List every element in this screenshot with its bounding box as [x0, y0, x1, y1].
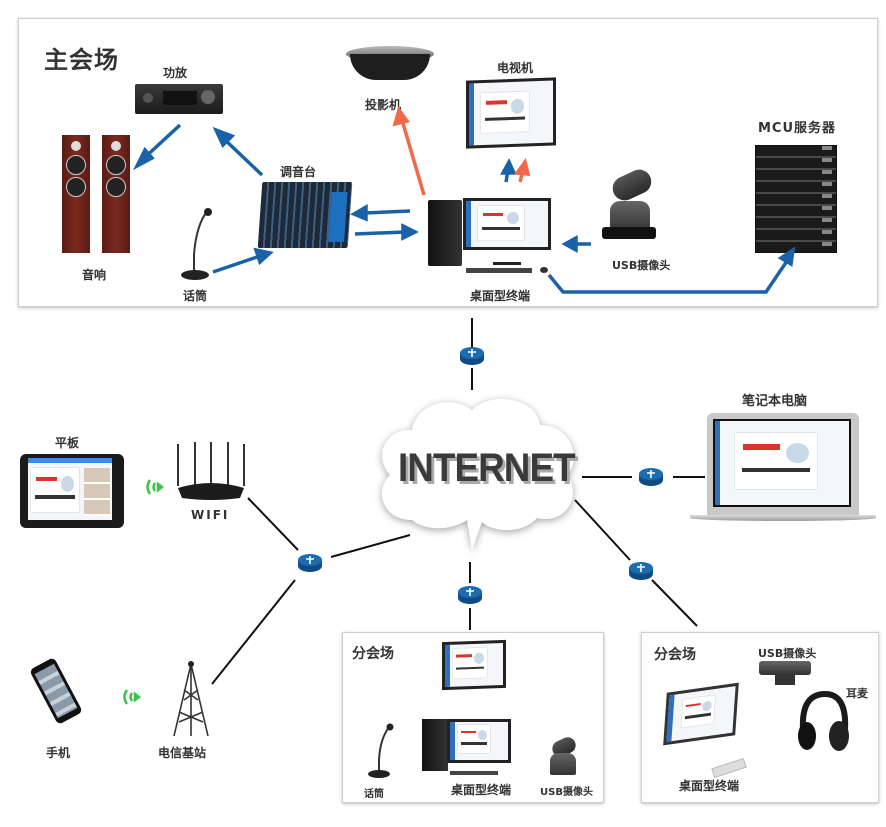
speakers-label: 音响	[82, 268, 107, 282]
laptop-base	[690, 515, 876, 521]
tablet-label: 平板	[55, 436, 80, 450]
sub-venue-1-desktop-label: 桌面型终端	[451, 783, 512, 797]
sub-venue-1-monitor	[447, 719, 511, 763]
wifi-router-device	[176, 442, 246, 502]
sub-venue-1-title: 分会场	[352, 646, 394, 662]
sub-venue-2-all-in-one	[663, 682, 739, 746]
sub-venue-2-usb-camera	[759, 661, 811, 687]
sub-venue-1-usb-camera	[546, 734, 580, 779]
microphone-device	[178, 205, 218, 285]
router-node-left	[297, 553, 323, 573]
tablet-device	[20, 454, 124, 528]
microphone-label: 话筒	[183, 289, 208, 303]
router-node-laptop	[638, 467, 664, 487]
sub-venue-1-microphone-label: 话筒	[364, 789, 384, 800]
laptop-device	[707, 413, 859, 515]
main-venue-arrows	[132, 123, 796, 294]
base-station-label: 电信基站	[158, 746, 207, 760]
router-node-subvenue-1	[457, 585, 483, 605]
router-node-subvenue-2	[628, 561, 654, 581]
sub-venue-2-usb-camera-label: USB摄像头	[758, 647, 817, 660]
amplifier-device	[135, 84, 223, 114]
monitor-stand	[493, 252, 521, 265]
sub-venue-1-keyboard	[450, 771, 498, 775]
speaker-right	[102, 135, 130, 253]
desktop-terminal-label: 桌面型终端	[470, 289, 531, 303]
base-station-device	[170, 660, 212, 738]
mcu-server-device	[755, 145, 837, 253]
laptop-label: 笔记本电脑	[742, 394, 808, 409]
usb-camera-device	[600, 165, 660, 243]
sub-venue-2-title: 分会场	[654, 647, 696, 663]
projector-label: 投影机	[365, 98, 402, 112]
tv-label: 电视机	[497, 61, 534, 75]
internet-links	[211, 318, 705, 685]
mixer-label: 调音台	[280, 165, 317, 179]
mcu-server-label: MCU服务器	[758, 121, 837, 136]
amplifier-label: 功放	[163, 66, 188, 80]
router-node-top	[459, 346, 485, 366]
desktop-tower	[428, 200, 462, 266]
phone-label: 手机	[46, 746, 71, 760]
main-venue-title: 主会场	[44, 46, 119, 74]
projector-device	[346, 46, 434, 82]
usb-camera-label: USB摄像头	[612, 259, 671, 272]
desktop-monitor	[463, 198, 551, 250]
sub-venue-1-tower	[422, 719, 448, 771]
sub-venue-1-microphone	[366, 722, 396, 780]
internet-label: INTERNET	[398, 446, 576, 490]
sub-venue-1-usb-camera-label: USB摄像头	[540, 787, 593, 798]
wifi-signals	[123, 479, 165, 705]
internet-cloud	[372, 390, 582, 560]
mouse	[540, 267, 548, 273]
wifi-label: WIFI	[191, 508, 230, 522]
sub-venue-1-tv	[442, 639, 506, 691]
sub-venue-2-desktop-label: 桌面型终端	[679, 779, 740, 793]
speaker-left	[62, 135, 90, 253]
main-venue-orange-arrows	[392, 106, 531, 196]
sub-venue-2-headset	[795, 690, 851, 756]
keyboard	[466, 268, 532, 273]
sub-venue-2-headset-label: 耳麦	[846, 687, 868, 700]
